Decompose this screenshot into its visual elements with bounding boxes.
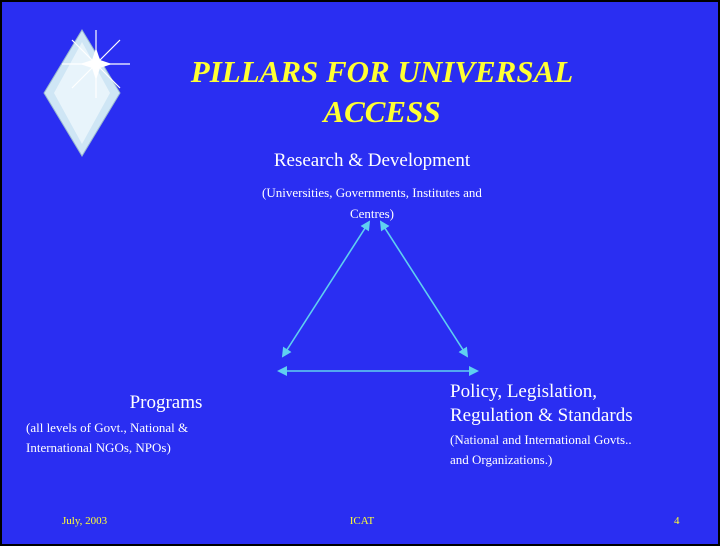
footer-page-number: 4 [674,515,680,527]
programs-subtitle-line-1: (all levels of Govt., National & [26,420,189,435]
title-line-1: PILLARS FOR UNIVERSAL [190,54,574,89]
programs-subtitle-line-2: International NGOs, NPOs) [26,440,171,455]
arrow-research-programs [281,220,371,358]
policy-heading-line-2: Regulation & Standards [450,405,633,426]
research-subtitle-line-1: (Universities, Governments, Institutes a… [262,185,482,200]
footer-date: July, 2003 [62,515,108,527]
research-subtitle-line-2: Centres) [349,206,395,221]
policy-subtitle-line-2: and Organizations.) [450,452,553,467]
policy-heading: Policy, Legislation, Regulation & Standa… [450,380,710,428]
policy-subtitle: (National and International Govts.. and … [450,430,710,470]
research-heading: Research & Development [273,150,471,171]
footer-center-text: ICAT [349,515,375,527]
arrow-research-policy [379,220,469,358]
policy-subtitle-line-1: (National and International Govts.. [450,432,632,447]
programs-heading: Programs [129,392,203,413]
programs-subtitle: (all levels of Govt., National & Interna… [26,418,306,458]
policy-heading-line-1: Policy, Legislation, [450,381,598,402]
research-subtitle: (Universities, Governments, Institutes a… [197,182,547,224]
title-line-2: ACCESS [323,94,441,129]
slide-title: PILLARS FOR UNIVERSAL ACCESS [132,52,632,132]
